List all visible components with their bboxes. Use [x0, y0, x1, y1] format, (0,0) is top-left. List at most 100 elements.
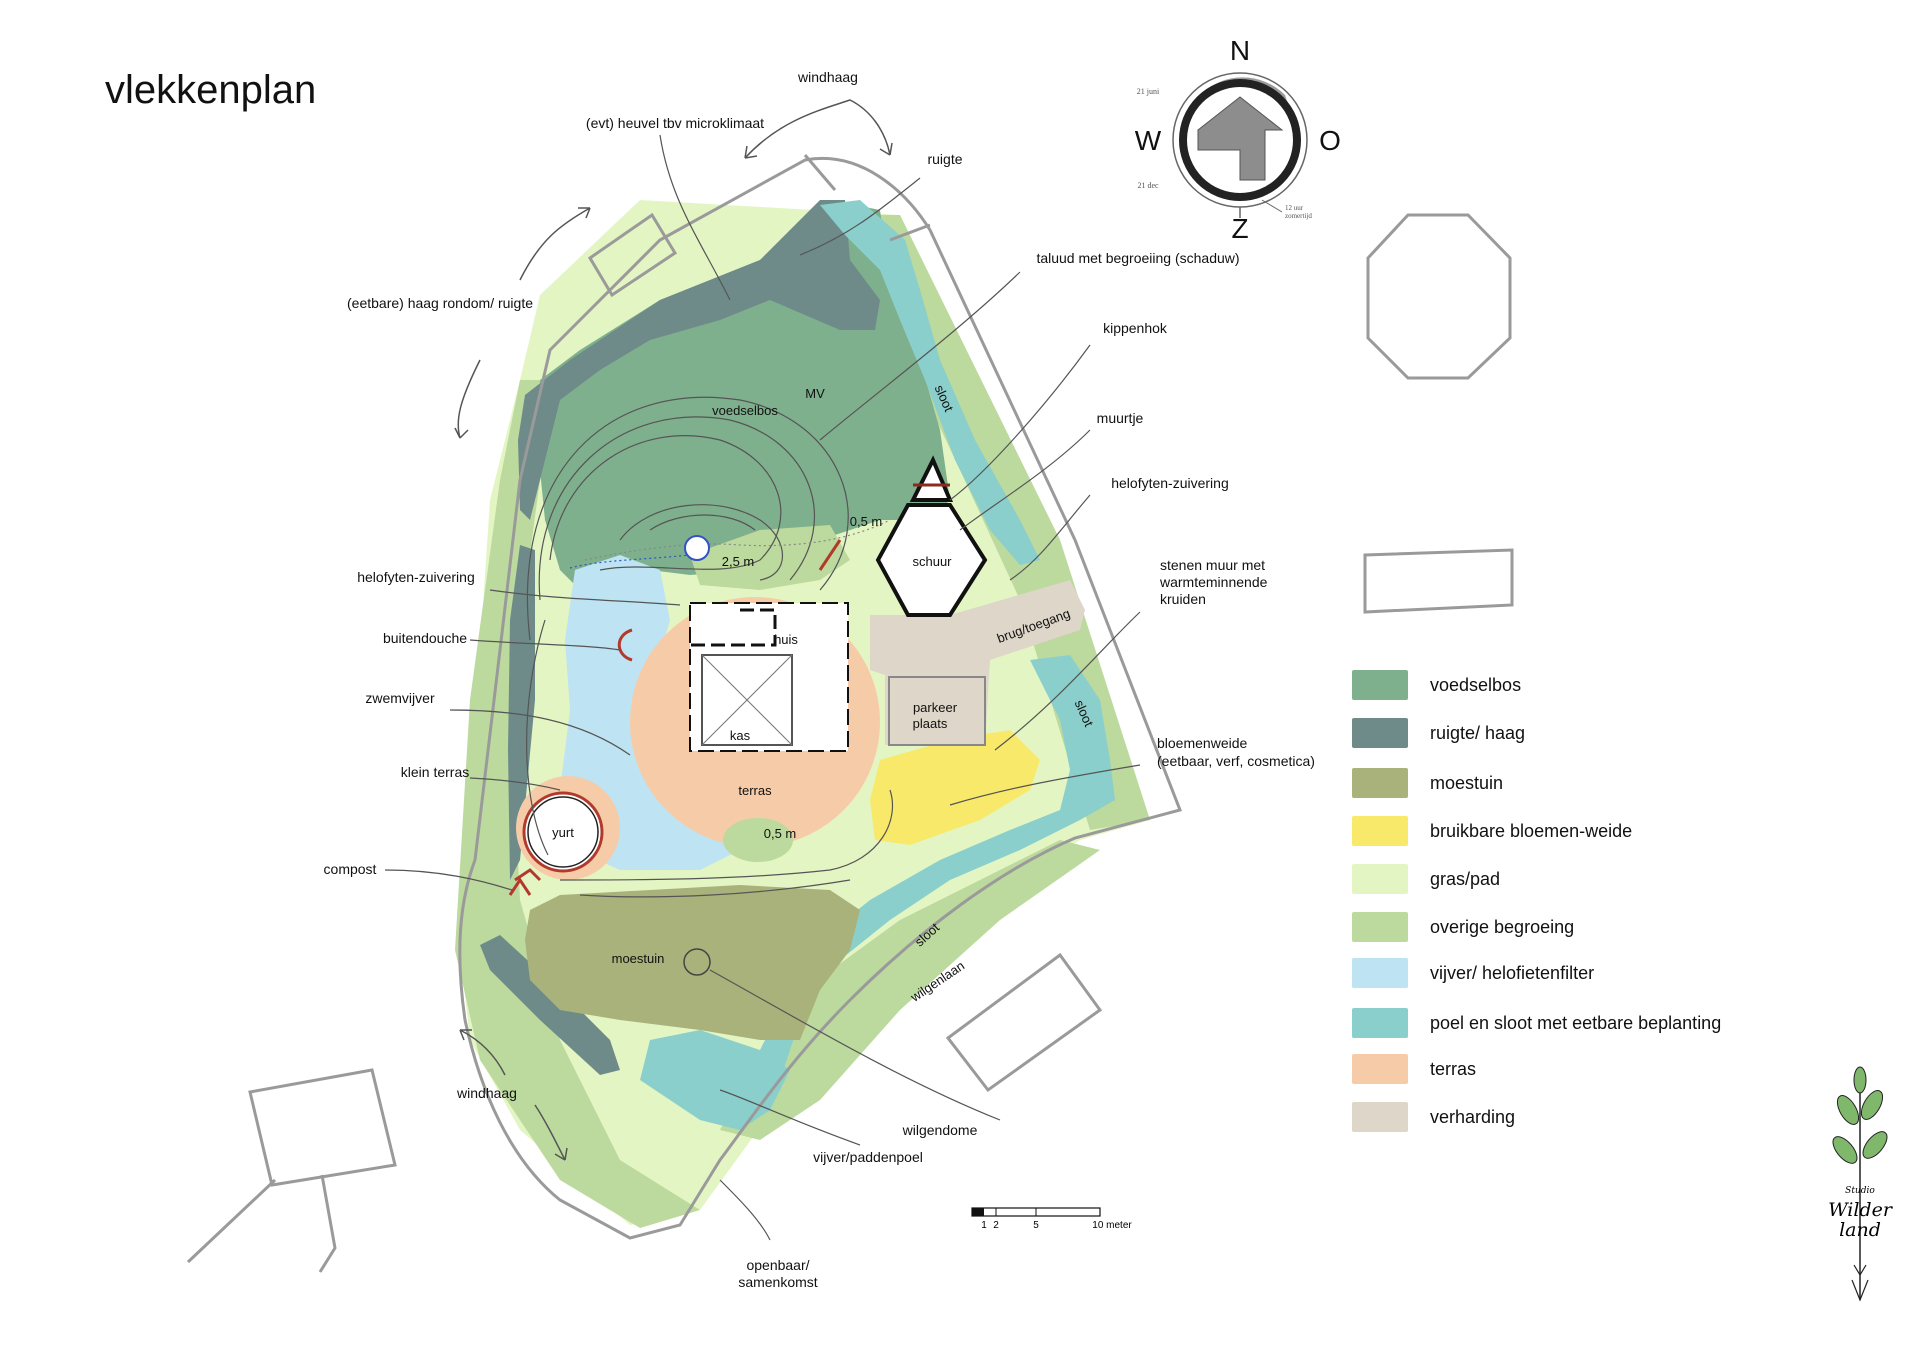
- legend-item: ruigte/ haag: [1352, 718, 1525, 748]
- map-label-voedselbos: voedselbos: [712, 403, 778, 418]
- yurt: [522, 791, 604, 873]
- area-paddenpoel: [640, 1030, 790, 1130]
- schuur: [875, 503, 988, 617]
- page-title: vlekkenplan: [105, 68, 317, 112]
- studio-wilderland-logo: Studio Wilder land: [1828, 1066, 1894, 1302]
- map-label-parkeer-1: parkeer: [913, 700, 958, 715]
- legend-item: bruikbare bloemen-weide: [1352, 816, 1632, 846]
- area-bloemenweide: [870, 730, 1040, 845]
- label-ruigte: ruigte: [927, 151, 962, 167]
- legend-item: poel en sloot met eetbare beplanting: [1352, 1008, 1721, 1038]
- helofyten-circle: [684, 535, 710, 561]
- legend-swatch: [1352, 1102, 1408, 1132]
- legend-item: moestuin: [1352, 768, 1503, 798]
- label-helofyten-left: helofyten-zuivering: [357, 569, 475, 585]
- legend-swatch: [1352, 718, 1408, 748]
- scale-label-1: 1: [981, 1220, 987, 1231]
- map-label-dim-25: 2,5 m: [722, 554, 755, 569]
- compass-winter-label: 21 dec: [1137, 181, 1159, 190]
- neighbour-building-4: [945, 952, 1103, 1093]
- map-label-huis: huis: [774, 632, 798, 647]
- legend-label: overige begroeing: [1430, 916, 1575, 937]
- area-overige-patch-2: [690, 525, 850, 590]
- area-moestuin: [525, 885, 860, 1040]
- compass-rose: N Z W O 21 juni 21 dec 12 uur zomertijd: [1135, 35, 1341, 244]
- label-openbaar-1: openbaar/: [746, 1257, 809, 1273]
- parkeer-plaats: [888, 676, 986, 746]
- neighbour-building-3: [1363, 548, 1514, 614]
- label-windhaag-top: windhaag: [797, 69, 858, 85]
- area-zwemvijver: [560, 555, 740, 870]
- label-zwemvijver: zwemvijver: [365, 690, 435, 706]
- label-helofyten-right: helofyten-zuivering: [1111, 475, 1229, 491]
- label-haag-rondom: (eetbare) haag rondom/ ruigte: [347, 295, 533, 311]
- legend-item: vijver/ helofietenfilter: [1352, 958, 1594, 988]
- svg-text:Wilder: Wilder: [1828, 1199, 1894, 1221]
- label-kippenhok: kippenhok: [1103, 320, 1168, 336]
- contour-lines: [526, 396, 894, 898]
- label-wilgendome: wilgendome: [902, 1122, 978, 1138]
- label-bloemenweide-1: bloemenweide: [1157, 735, 1247, 751]
- scale-label-10: 10 meter: [1092, 1220, 1132, 1231]
- map-label-moestuin: moestuin: [612, 951, 665, 966]
- wilgendome: [683, 948, 711, 976]
- area-overige-patch-1: [723, 818, 793, 862]
- label-stenen-muur-1: stenen muur met: [1160, 557, 1265, 573]
- label-windhaag-bottom: windhaag: [456, 1085, 517, 1101]
- legend-item: voedselbos: [1352, 670, 1521, 700]
- svg-text:land: land: [1839, 1219, 1881, 1241]
- area-sloot-ne: [820, 200, 1040, 565]
- compass-west: W: [1135, 125, 1162, 156]
- map-label-yurt: yurt: [552, 825, 574, 840]
- compass-east: O: [1319, 125, 1341, 156]
- legend-label: poel en sloot met eetbare beplanting: [1430, 1012, 1722, 1033]
- legend-swatch: [1352, 912, 1408, 942]
- compass-summer-label: 21 juni: [1137, 87, 1160, 96]
- map-label-kas: kas: [730, 728, 751, 743]
- neighbour-building-2: [1366, 213, 1512, 380]
- label-heuvel: (evt) heuvel tbv microklimaat: [586, 115, 764, 131]
- legend-item: terras: [1352, 1054, 1476, 1084]
- svg-text:Studio: Studio: [1845, 1186, 1875, 1196]
- label-taluud: taluud met begroeiing (schaduw): [1036, 250, 1239, 266]
- map-label-parkeer-2: plaats: [913, 716, 948, 731]
- scale-bar: 1 2 5 10 meter: [971, 1207, 1132, 1231]
- area-sloot-se: [740, 655, 1115, 1120]
- legend-swatch: [1352, 816, 1408, 846]
- label-buitendouche: buitendouche: [383, 630, 467, 646]
- dotted-path: [584, 519, 891, 561]
- compass-north: N: [1230, 35, 1250, 66]
- muurtje: [818, 539, 842, 571]
- neighbour-road-lines: [186, 1174, 337, 1273]
- label-stenen-muur-3: kruiden: [1160, 591, 1206, 607]
- label-muurtje: muurtje: [1097, 410, 1144, 426]
- label-openbaar-2: samenkomst: [738, 1274, 817, 1290]
- compass-south: Z: [1231, 213, 1248, 244]
- area-ruigte-sw: [480, 935, 620, 1075]
- area-overige-south: [720, 840, 1100, 1140]
- scale-label-2: 2: [993, 1220, 999, 1231]
- legend-swatch: [1352, 958, 1408, 988]
- map-label-dim-05-top: 0,5 m: [850, 514, 883, 529]
- legend-label: vijver/ helofietenfilter: [1430, 962, 1595, 983]
- legend-swatch: [1352, 864, 1408, 894]
- legend-label: bruikbare bloemen-weide: [1430, 820, 1633, 841]
- wind-arrows: [454, 99, 893, 1161]
- compass-noon-label-2: zomertijd: [1285, 212, 1312, 220]
- legend-label: verharding: [1430, 1106, 1516, 1127]
- neighbour-building-5: [248, 1068, 397, 1187]
- map-label-schuur: schuur: [912, 554, 952, 569]
- scale-label-5: 5: [1033, 1220, 1039, 1231]
- legend-item: gras/pad: [1352, 864, 1500, 894]
- legend-swatch: [1352, 768, 1408, 798]
- legend-swatch: [1352, 670, 1408, 700]
- legend-swatch: [1352, 1008, 1408, 1038]
- label-compost: compost: [324, 861, 377, 877]
- legend-swatch: [1352, 1054, 1408, 1084]
- callout-leaders: [384, 134, 1141, 1241]
- area-ruigte-nw: [518, 200, 880, 520]
- buitendouche: [617, 628, 633, 662]
- legend-label: terras: [1430, 1058, 1477, 1079]
- label-klein-terras: klein terras: [401, 764, 469, 780]
